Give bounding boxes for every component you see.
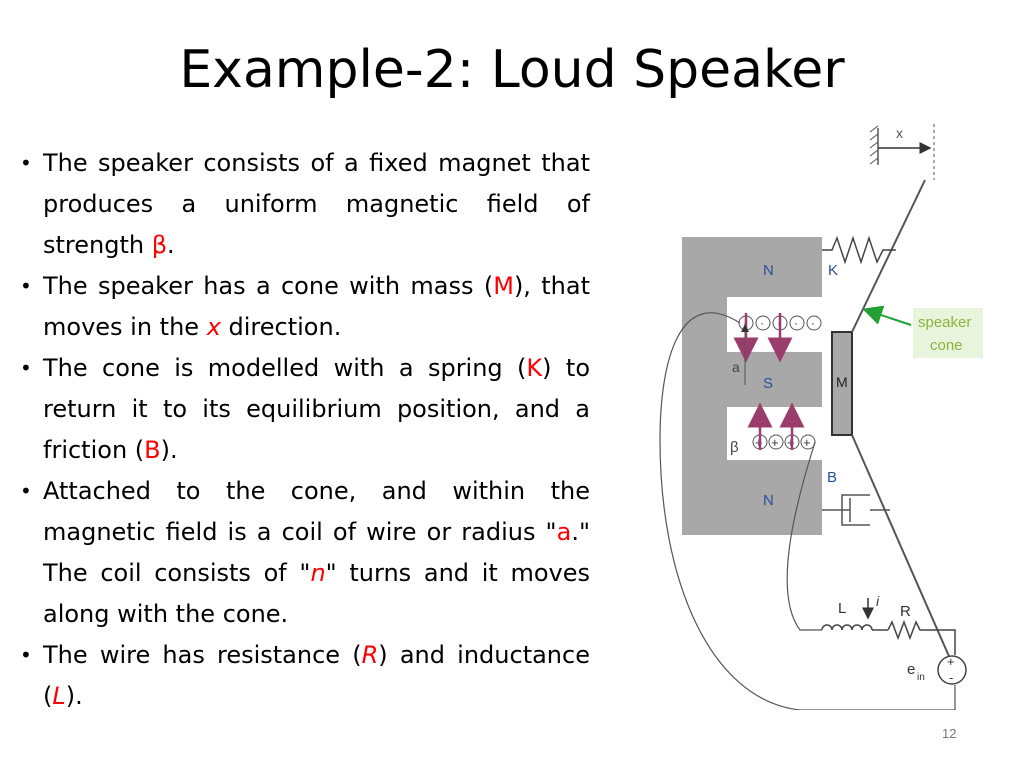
speaker-cone-line2: cone [930,337,963,354]
bullet-text: β [151,231,168,259]
bullet-text: L [52,682,66,710]
speaker-cone-callout [913,308,983,358]
minus-label: - [949,670,953,685]
bullet-list: • The speaker consists of a fixed magnet … [20,143,590,717]
bullet-dot-icon: • [20,274,32,298]
bullet-text: The cone is modelled with a spring ( [43,354,527,382]
bullet-item: • The speaker has a cone with mass (M), t… [20,266,590,348]
bullet-dot-icon: • [20,356,32,380]
n-top-label: N [763,262,774,279]
beta-label: β [730,439,739,456]
damper [822,494,890,526]
page-number: 12 [942,726,957,741]
bullet-text: B [144,436,161,464]
m-label: M [836,374,848,390]
bullet-item: • The wire has resistance (R) and inducta… [20,635,590,717]
i-label: i [876,593,880,609]
bullet-text: Attached to the cone, and within the mag… [43,477,590,546]
loudspeaker-diagram: x N S N · · · · · + + + + [659,124,983,710]
dot-symbol: · [794,316,798,330]
bullet-text: ). [160,436,178,464]
cone-mass [831,331,853,436]
wall-reference [869,124,935,180]
bullet-text: K [526,354,543,382]
bullet-text: a [556,518,572,546]
b-label: B [827,469,837,486]
dot-symbol: · [760,316,764,330]
bullet-text: n [310,559,326,587]
plus-label: + [947,654,955,669]
bullet-dot-icon: • [20,479,32,503]
bullet-text: ), that moves in the [43,272,590,341]
cross-symbol: + [771,435,779,450]
bullet-text: ). [65,682,83,710]
dot-symbol: · [811,316,815,330]
bullet-text: " turns and it moves along with the cone… [43,559,590,628]
a-label: a [732,359,740,375]
bullet-text: M [493,272,514,300]
voltage-source [937,655,967,685]
bullet-text: The wire has resistance ( [43,641,362,669]
coil-bottom-crosses: + + + + [752,434,816,450]
e-label: e [907,661,915,678]
bullet-item: • The cone is modelled with a spring (K) … [20,348,590,471]
inductor [821,624,888,631]
bullet-dot-icon: • [20,643,32,667]
r-label: R [900,603,911,620]
slide-title: Example-2: Loud Speaker [179,40,845,100]
bullet-text: ) to return it to its equilibrium positi… [43,354,591,464]
cross-symbol: + [803,435,811,450]
cone-lower-edge [851,434,956,671]
speaker-cone-line1: speaker [918,314,971,331]
bullet-item: • The speaker consists of a fixed magnet … [20,143,590,266]
callout-arrow [862,305,912,326]
bullet-text: The speaker consists of a fixed magnet t… [43,149,590,259]
bullet-text: direction. [220,313,342,341]
bullet-text: ." The coil consists of " [43,518,590,587]
bullet-text: . [167,231,175,259]
wire-bottom [786,441,822,631]
bullet-text: The speaker has a cone with mass ( [43,272,494,300]
e-subscript: in [917,672,925,683]
bullet-text: R [361,641,379,669]
k-label: K [828,262,838,279]
bullet-text: ) and inductance ( [43,641,590,710]
l-label: L [838,600,846,617]
bullet-text: x [206,313,221,341]
spring [822,235,896,265]
resistor [887,619,956,655]
bullet-item: • Attached to the cone, and within the ma… [20,471,590,635]
bullet-dot-icon: • [20,151,32,175]
s-label: S [763,375,773,392]
wire-top [659,312,956,710]
n-bottom-label: N [763,492,774,509]
x-label: x [896,125,903,141]
